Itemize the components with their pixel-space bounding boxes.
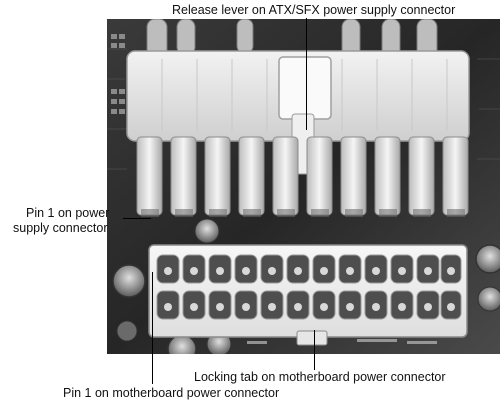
label-pin1-motherboard: Pin 1 on motherboard power connector	[63, 386, 280, 400]
motherboard-socket	[148, 244, 468, 346]
label-pin1-psu-line2: supply connector	[13, 221, 108, 235]
leader-release-lever	[306, 18, 307, 130]
leader-locking-tab	[314, 330, 315, 370]
atx-plug	[126, 50, 470, 217]
connector-photo	[107, 19, 500, 354]
label-pin1-psu-line1: Pin 1 on power	[26, 206, 110, 220]
label-locking-tab: Locking tab on motherboard power connect…	[194, 370, 446, 384]
leader-pin1-motherboard	[152, 272, 153, 384]
label-release-lever: Release lever on ATX/SFX power supply co…	[172, 3, 456, 17]
label-pin1-psu: Pin 1 on power supply connector	[13, 206, 109, 236]
leader-pin1-psu	[123, 218, 151, 219]
